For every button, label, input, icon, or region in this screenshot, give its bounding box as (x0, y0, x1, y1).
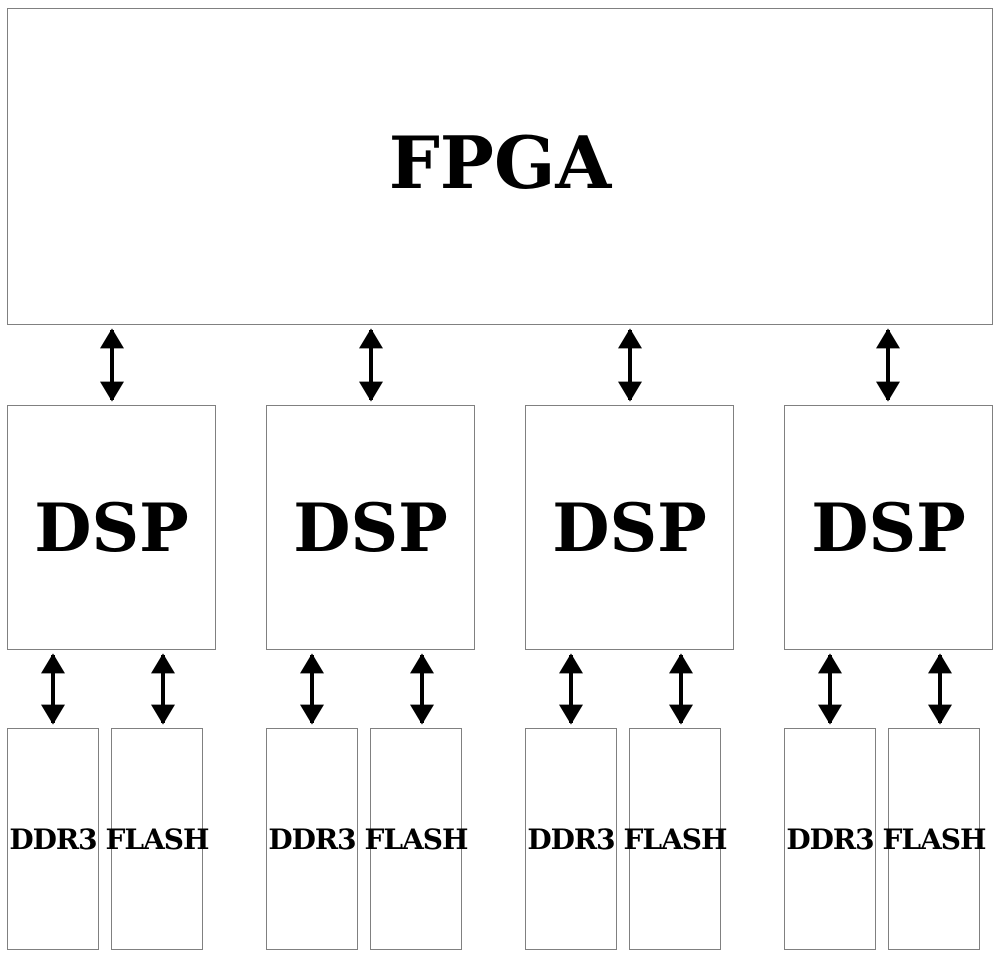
flash-block-2: FLASH (365, 728, 468, 950)
ddr3-label: DDR3 (268, 822, 356, 856)
ddr3-label: DDR3 (786, 822, 874, 856)
flash-label: FLASH (623, 822, 728, 856)
ddr3-label: DDR3 (527, 822, 615, 856)
dsp-label: DSP (34, 488, 189, 567)
dsp-block-1: DSP (7, 405, 216, 650)
ddr3-block-2: DDR3 (266, 728, 358, 950)
flash-block-3: FLASH (624, 728, 727, 950)
fpga-label: FPGA (388, 120, 612, 205)
dsp-label: DSP (811, 488, 966, 567)
dsp-label: DSP (293, 488, 448, 567)
flash-label: FLASH (105, 822, 210, 856)
flash-block-1: FLASH (106, 728, 209, 950)
flash-label: FLASH (364, 822, 469, 856)
ddr3-block-3: DDR3 (525, 728, 617, 950)
fpga-block: FPGA (7, 8, 993, 325)
ddr3-label: DDR3 (9, 822, 97, 856)
dsp-block-2: DSP (266, 405, 475, 650)
dsp-block-4: DSP (784, 405, 993, 650)
ddr3-block-1: DDR3 (7, 728, 99, 950)
flash-label: FLASH (882, 822, 987, 856)
ddr3-block-4: DDR3 (784, 728, 876, 950)
flash-block-4: FLASH (883, 728, 986, 950)
dsp-label: DSP (552, 488, 707, 567)
dsp-block-3: DSP (525, 405, 734, 650)
